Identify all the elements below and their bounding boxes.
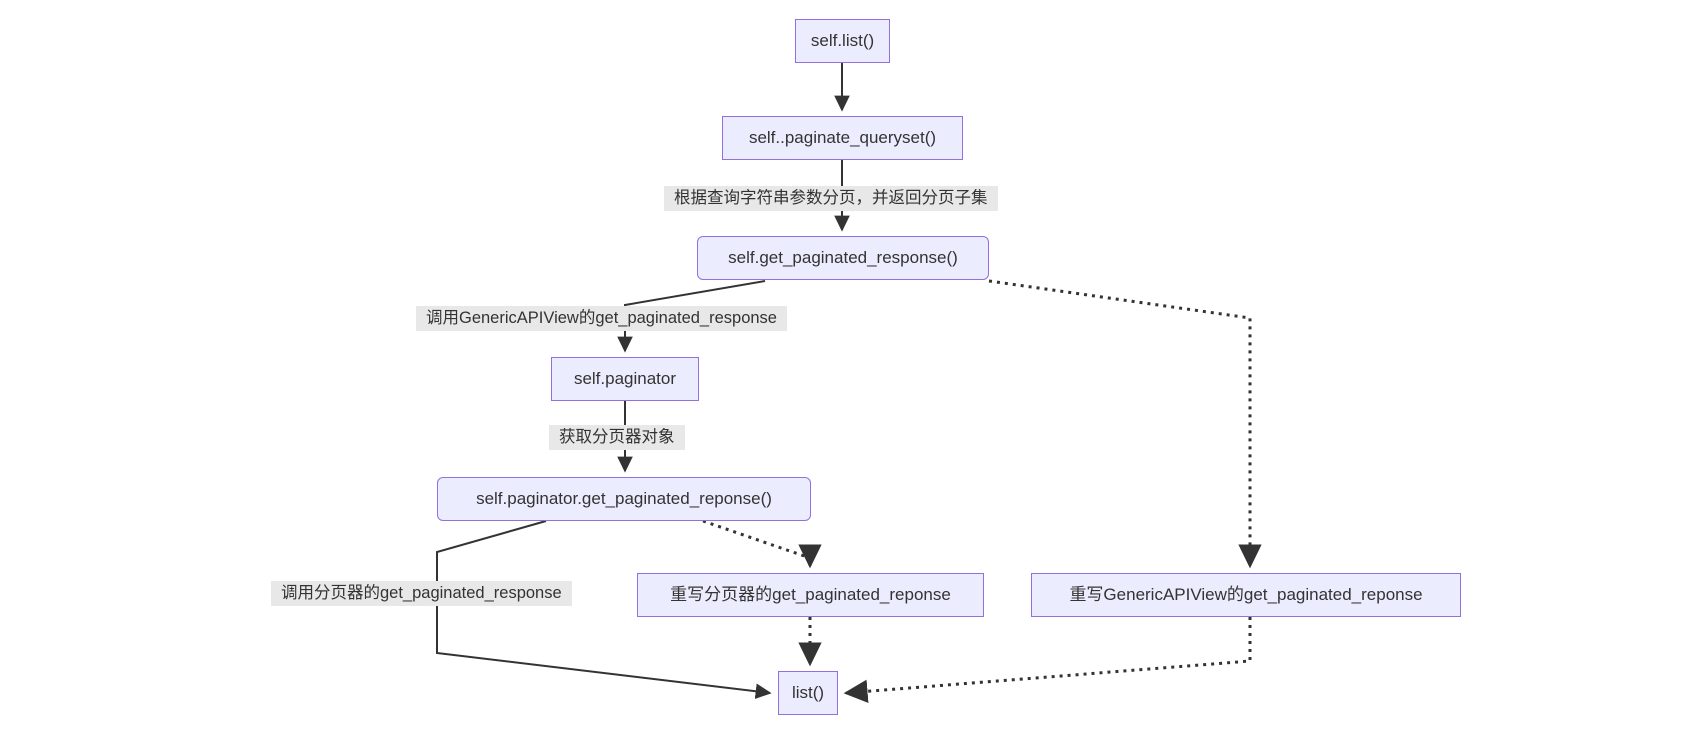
edge-get-paginated-response-to-paginator — [617, 280, 766, 353]
node-label: self.paginator — [573, 368, 677, 388]
node-label: self.get_paginated_response() — [728, 247, 958, 267]
node-override-paginator-get-paginated-reponse[interactable]: 重写分页器的get_paginated_reponse — [637, 573, 984, 617]
node-get-paginated-response[interactable]: self.get_paginated_response() — [697, 236, 989, 280]
edge-label-paginate-by-query-params: 根据查询字符串参数分页，并返回分页子集 — [664, 186, 998, 211]
node-paginate-queryset[interactable]: self..paginate_queryset() — [722, 116, 963, 160]
node-label: list() — [791, 682, 825, 702]
node-label: self..paginate_queryset() — [748, 127, 937, 147]
edge-label-call-genericapiview-get-paginated-response: 调用GenericAPIView的get_paginated_response — [416, 306, 787, 331]
node-label: 重写GenericAPIView的get_paginated_reponse — [1069, 584, 1423, 604]
edge-label-get-paginator-object: 获取分页器对象 — [549, 425, 685, 450]
edge-paginator-call-to-override-paginator — [702, 519, 822, 569]
node-override-genericapiview-get-paginated-reponse[interactable]: 重写GenericAPIView的get_paginated_reponse — [1031, 573, 1461, 617]
node-label: 重写分页器的get_paginated_reponse — [670, 584, 951, 604]
edge-label-text: 根据查询字符串参数分页，并返回分页子集 — [674, 188, 988, 207]
edge-label-text: 调用GenericAPIView的get_paginated_response — [426, 308, 777, 327]
node-self-list[interactable]: self.list() — [795, 19, 890, 63]
edge-label-text: 调用分页器的get_paginated_response — [281, 583, 562, 602]
node-label: self.paginator.get_paginated_reponse() — [476, 488, 772, 508]
edge-get-paginated-response-to-override-genericapiview — [988, 279, 1262, 569]
edge-override-genericapiview-to-list — [843, 617, 1252, 703]
node-paginator-get-paginated-reponse[interactable]: self.paginator.get_paginated_reponse() — [437, 477, 811, 521]
node-list[interactable]: list() — [778, 671, 838, 715]
node-self-paginator[interactable]: self.paginator — [551, 357, 699, 401]
edge-label-text: 获取分页器对象 — [559, 427, 675, 446]
edge-label-call-paginator-get-paginated-response: 调用分页器的get_paginated_response — [271, 581, 572, 606]
node-label: self.list() — [810, 30, 875, 50]
